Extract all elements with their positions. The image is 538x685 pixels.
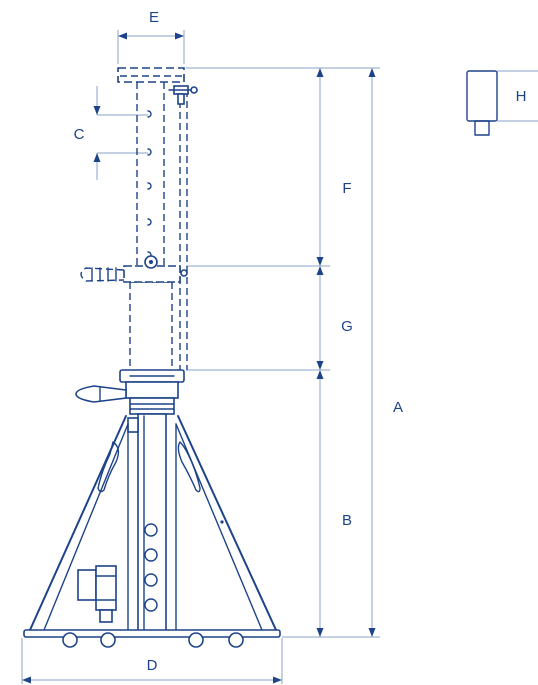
- dimension-h-label: H: [516, 88, 527, 105]
- pump-body-icon: [77, 565, 117, 623]
- inner-column: [127, 413, 167, 633]
- middle-collar: [80, 255, 188, 283]
- dimension-f: F: [186, 67, 380, 267]
- release-valve-icon: [168, 85, 198, 105]
- dimension-e-label: E: [149, 9, 159, 26]
- handle-dashed-icon: [80, 267, 125, 282]
- pin-detail-body: [466, 70, 498, 122]
- dimension-b: B: [282, 370, 380, 638]
- extended-column: [117, 67, 198, 370]
- dimension-a: A: [368, 68, 403, 637]
- dimension-g-label: G: [341, 318, 353, 335]
- dimension-b-label: B: [342, 512, 352, 529]
- caster-wheel: [100, 632, 116, 648]
- caster-wheel: [228, 632, 244, 648]
- base-plate: [23, 629, 281, 648]
- pump-handle-icon: [75, 385, 127, 403]
- stand-frame: [29, 415, 277, 631]
- dimension-f-label: F: [342, 180, 351, 197]
- dimension-h: H: [466, 70, 538, 136]
- dimension-a-label: A: [393, 399, 403, 416]
- dimension-c: C: [74, 86, 148, 180]
- caster-wheel: [188, 632, 204, 648]
- pin-detail-tip: [474, 120, 490, 136]
- frame-slot-right: [177, 441, 201, 493]
- lower-collar: [75, 369, 185, 415]
- dimension-d-label: D: [147, 657, 158, 674]
- caster-wheel: [62, 632, 78, 648]
- dimension-c-label: C: [74, 126, 85, 143]
- dimension-g: G: [186, 266, 353, 371]
- column-holes-extended: [147, 110, 152, 259]
- frame-slot-left: [97, 441, 120, 493]
- saddle-top-plate: [117, 67, 185, 83]
- dimension-d: D: [21, 638, 283, 684]
- dimension-e: E: [117, 9, 185, 64]
- column-holes: [144, 523, 158, 612]
